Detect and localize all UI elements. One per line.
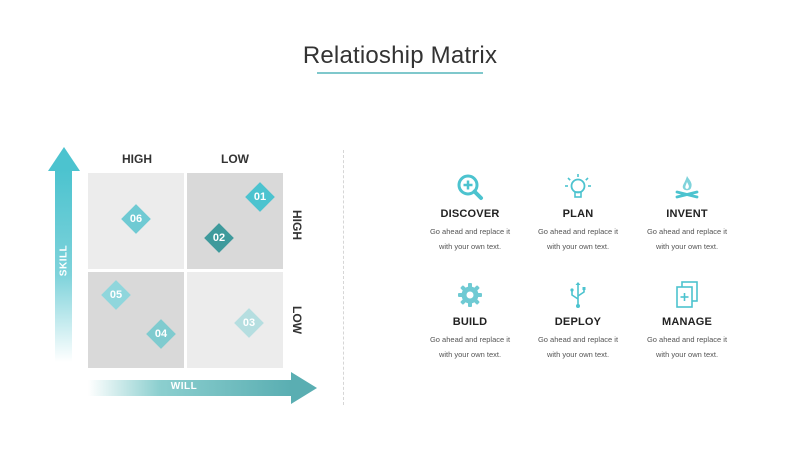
- add-document-icon: [676, 281, 698, 308]
- gear-icon: [458, 283, 482, 307]
- item-number: 03: [242, 317, 256, 329]
- feature-description: Go ahead and replace it with your own te…: [646, 227, 728, 251]
- matrix-item-01: 01: [245, 182, 275, 212]
- matrix-cell-low-high: [88, 272, 184, 368]
- matrix-item-04: 04: [146, 319, 176, 349]
- search-plus-icon: [457, 174, 483, 200]
- feature-title: DEPLOY: [554, 316, 602, 328]
- will-arrow-shaft: [88, 380, 292, 396]
- usb-icon: [570, 282, 586, 308]
- feature-invent: INVENT Go ahead and replace it with your…: [632, 172, 742, 254]
- matrix-cell-low-low: [187, 272, 283, 368]
- page-title: Relatioship Matrix: [302, 42, 498, 69]
- feature-description: Go ahead and replace it with your own te…: [537, 227, 619, 251]
- feature-deploy: DEPLOY Go ahead and replace it with your…: [523, 280, 633, 362]
- matrix-item-05: 05: [101, 280, 131, 310]
- will-axis-label: WILL: [170, 381, 198, 392]
- lightbulb-icon: [565, 174, 591, 198]
- feature-discover: DISCOVER Go ahead and replace it with yo…: [415, 172, 525, 254]
- feature-build: BUILD Go ahead and replace it with your …: [415, 280, 525, 362]
- feature-title: INVENT: [666, 208, 708, 220]
- feature-description: Go ahead and replace it with your own te…: [646, 335, 728, 359]
- feature-title: BUILD: [452, 316, 488, 328]
- feature-description: Go ahead and replace it with your own te…: [429, 227, 511, 251]
- col-label-low: LOW: [221, 152, 249, 166]
- col-label-high: HIGH: [122, 152, 152, 166]
- item-number: 01: [253, 191, 267, 203]
- matrix-item-03: 03: [234, 308, 264, 338]
- row-label-low: LOW: [290, 306, 304, 334]
- skill-axis-label: SKILL: [58, 244, 70, 277]
- feature-manage: MANAGE Go ahead and replace it with your…: [632, 280, 742, 362]
- feature-description: Go ahead and replace it with your own te…: [429, 335, 511, 359]
- title-underline: [317, 72, 483, 74]
- feature-plan: PLAN Go ahead and replace it with your o…: [523, 172, 633, 254]
- matrix-item-02: 02: [204, 223, 234, 253]
- feature-description: Go ahead and replace it with your own te…: [537, 335, 619, 359]
- campfire-icon: [675, 176, 699, 199]
- feature-title: PLAN: [562, 208, 594, 220]
- item-number: 06: [129, 213, 143, 225]
- item-number: 05: [109, 289, 123, 301]
- section-divider: [343, 150, 344, 405]
- row-label-high: HIGH: [290, 210, 304, 240]
- feature-title: DISCOVER: [440, 208, 500, 220]
- skill-arrow-shaft: [55, 170, 72, 362]
- item-number: 02: [212, 232, 226, 244]
- skill-arrow-head: [48, 147, 80, 171]
- matrix-item-06: 06: [121, 204, 151, 234]
- feature-title: MANAGE: [661, 316, 713, 328]
- item-number: 04: [154, 328, 168, 340]
- will-arrow-head: [291, 372, 317, 404]
